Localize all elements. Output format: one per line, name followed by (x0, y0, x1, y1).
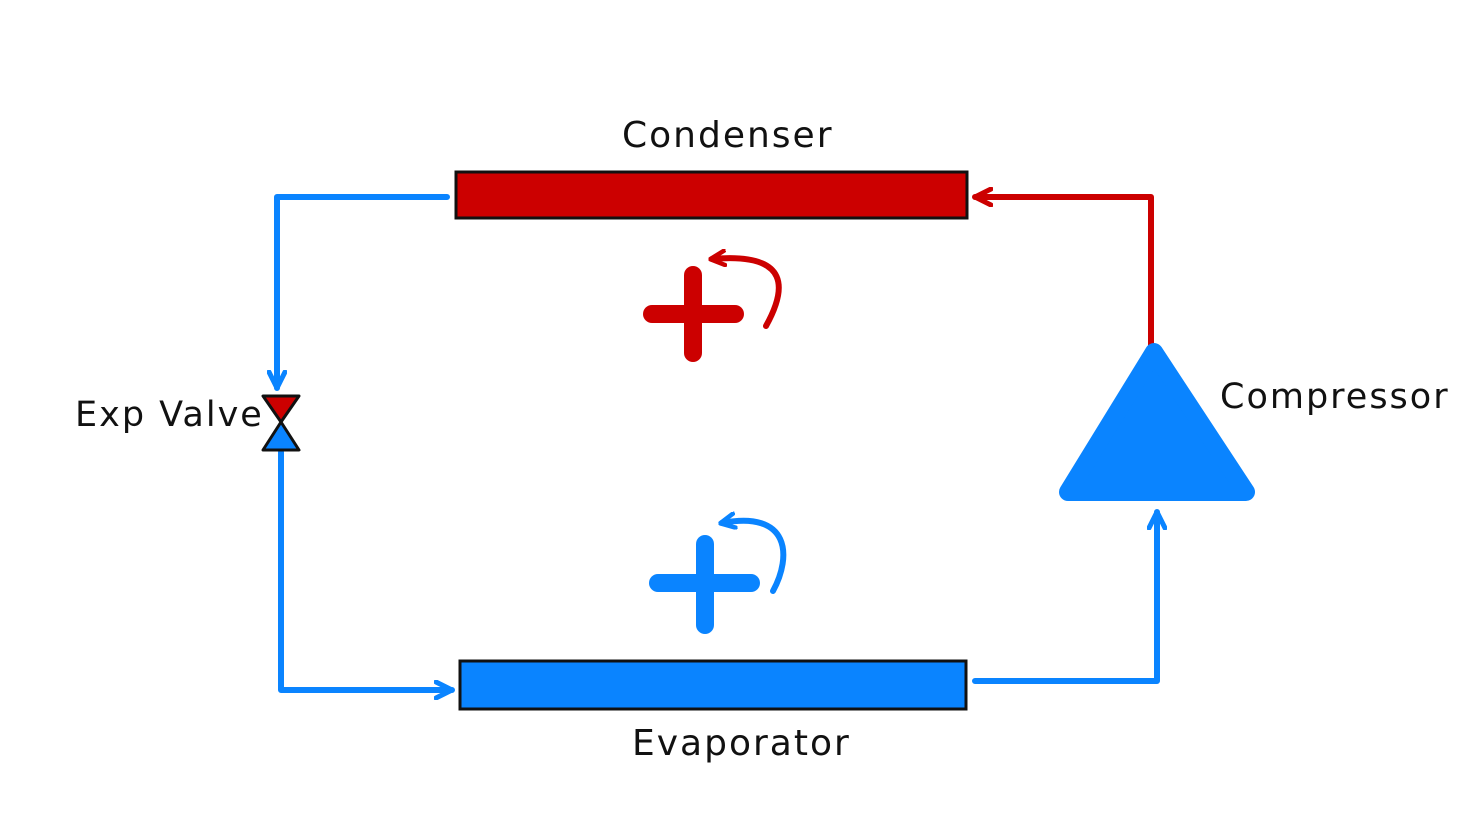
pipe-evaporator-to-compressor (972, 509, 1157, 684)
pipe-compressor-to-condenser (972, 197, 1154, 355)
evaporator-coil (458, 659, 968, 711)
expansion-valve-label: Exp Valve (75, 395, 264, 435)
condenser-coil (454, 170, 969, 220)
pipe-valve-to-evaporator (278, 449, 455, 690)
evaporator-curved-arrow-icon (722, 521, 787, 594)
expansion-valve-icon (261, 394, 301, 452)
condenser-label: Condenser (622, 115, 834, 156)
evaporator-label: Evaporator (632, 723, 851, 764)
evaporator-heat-plus-icon (649, 521, 787, 634)
pipe-condenser-to-valve (277, 194, 450, 391)
condenser-curved-arrow-icon (712, 258, 782, 329)
compressor-label: Compressor (1220, 377, 1450, 417)
valve-bottom-triangle (261, 420, 301, 452)
valve-top-triangle (261, 394, 301, 424)
condenser-heat-plus-icon (643, 258, 782, 362)
compressor-triangle-icon (1059, 343, 1255, 501)
